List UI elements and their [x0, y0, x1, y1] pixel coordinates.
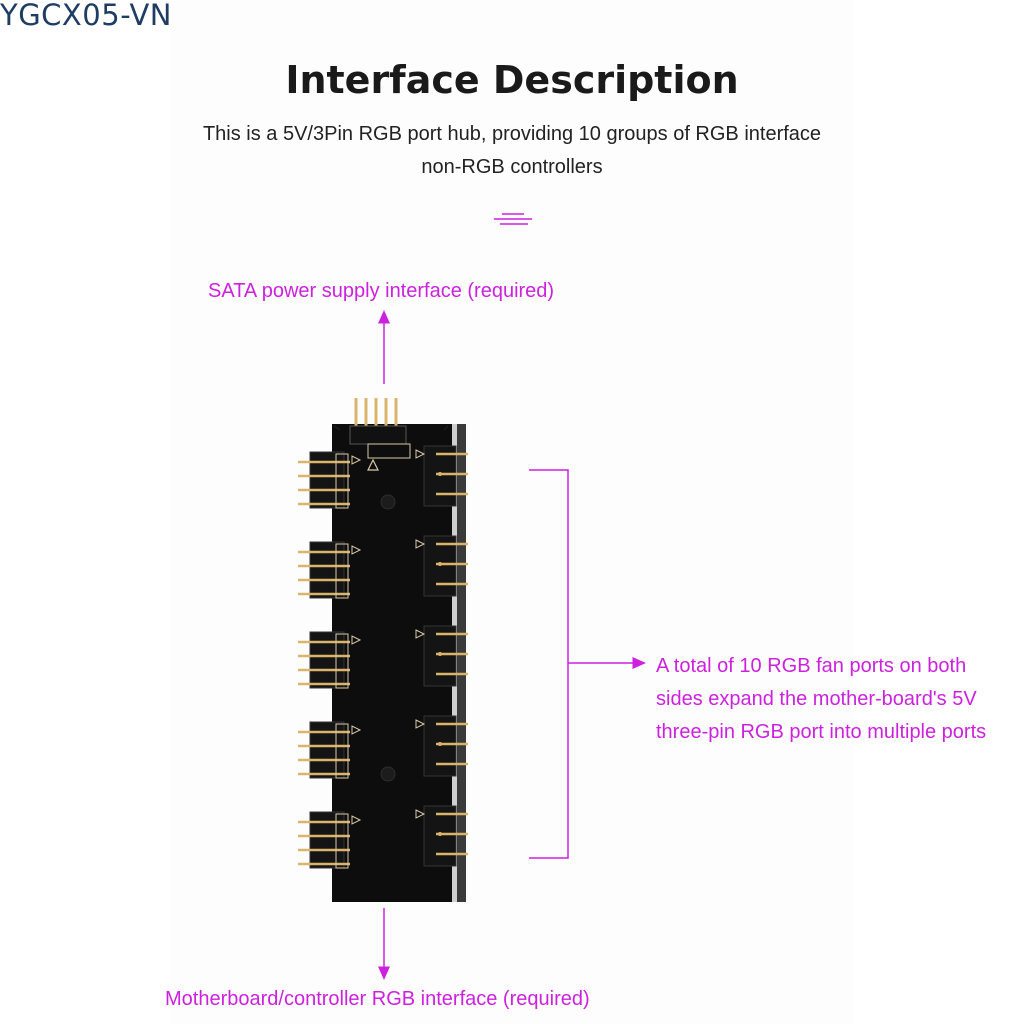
sata-power-connector — [349, 398, 411, 471]
subtitle: This is a 5V/3Pin RGB port hub, providin… — [140, 118, 884, 184]
subtitle-line-2: non-RGB controllers — [421, 156, 603, 178]
left-rgb-ports — [298, 451, 362, 869]
fan-ports-label: A total of 10 RGB fan ports on both side… — [656, 655, 987, 743]
mount-hole-lower — [380, 766, 396, 782]
motherboard-rgb-label: Motherboard/controller RGB interface (re… — [165, 988, 590, 1010]
decorative-lines-icon — [494, 213, 532, 225]
page-title: Interface Description — [285, 58, 739, 102]
ports-bracket — [529, 469, 569, 859]
right-rgb-ports — [415, 445, 468, 867]
subtitle-line-1: This is a 5V/3Pin RGB port hub, providin… — [202, 123, 822, 145]
model-tag: YGCX05-VN — [0, 0, 173, 32]
content-panel — [170, 0, 854, 1024]
sata-power-label: SATA power supply interface (required) — [208, 280, 555, 302]
mount-hole-upper — [380, 494, 396, 510]
